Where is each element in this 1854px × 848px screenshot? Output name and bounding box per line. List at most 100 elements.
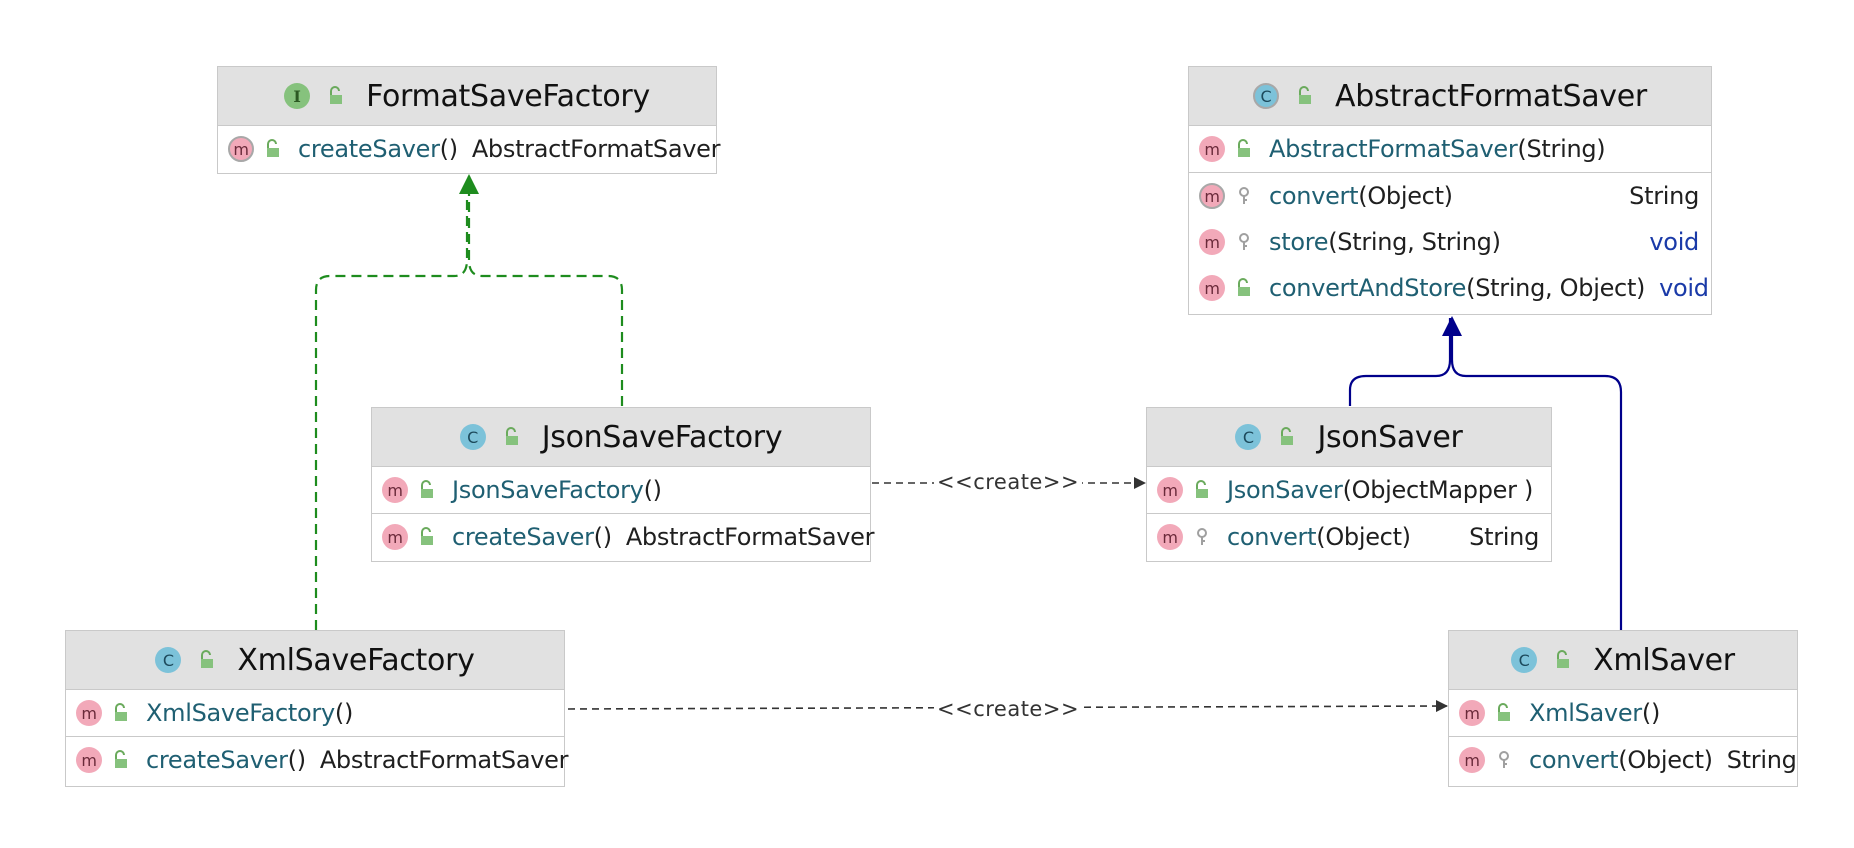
method-icon: m <box>1157 524 1183 550</box>
create-label-json: <<create>> <box>934 470 1083 494</box>
abstract-method-icon: m <box>228 136 254 162</box>
method-name: JsonSaver <box>1227 476 1343 504</box>
constructors-section: m JsonSaveFactory () <box>372 467 870 514</box>
class-name: JsonSaver <box>1317 419 1463 455</box>
constructor-row[interactable]: m XmlSaver () <box>1449 690 1797 736</box>
class-name: XmlSaver <box>1593 642 1735 678</box>
class-icon: C <box>1511 647 1538 673</box>
method-name: convert <box>1529 746 1619 774</box>
class-header: C AbstractFormatSaver <box>1189 67 1711 126</box>
methods-section: m createSaver () AbstractFormatSaver <box>372 514 875 560</box>
unlocked-lock-icon <box>1233 138 1255 160</box>
unlocked-lock-icon <box>1294 85 1316 107</box>
class-box-json-save-factory[interactable]: C JsonSaveFactory m JsonSaveFactory () m… <box>371 407 875 562</box>
method-name: store <box>1269 228 1329 256</box>
class-box-xml-saver[interactable]: C XmlSaver m XmlSaver () m convert (Obje… <box>1448 630 1798 787</box>
methods-section: m convert (Object) String <box>1147 514 1551 560</box>
constructor-row[interactable]: m JsonSaver (ObjectMapper ) <box>1147 467 1551 513</box>
inheritance-edge-xml-saver <box>1442 316 1623 630</box>
constructor-row[interactable]: m XmlSaveFactory () <box>66 690 564 736</box>
method-params: (ObjectMapper ) <box>1342 476 1534 504</box>
return-type: String <box>1469 523 1539 551</box>
constructors-section: m XmlSaver () <box>1449 690 1797 737</box>
unlocked-lock-icon <box>416 479 438 501</box>
method-icon: m <box>1199 229 1225 255</box>
method-icon: m <box>1157 477 1183 503</box>
class-icon: C <box>155 647 182 673</box>
unlocked-lock-icon <box>325 85 347 107</box>
class-box-abstract-format-saver[interactable]: C AbstractFormatSaver m AbstractFormatSa… <box>1188 66 1712 315</box>
abstract-class-icon: C <box>1253 83 1280 109</box>
class-name: JsonSaveFactory <box>541 419 783 455</box>
methods-section: m convert (Object) String m store (Strin… <box>1189 173 1711 311</box>
return-type: void <box>1649 228 1699 256</box>
abstract-method-icon: m <box>1199 183 1225 209</box>
method-icon: m <box>1199 136 1225 162</box>
methods-section: m convert (Object) String <box>1449 737 1797 783</box>
method-name: convert <box>1269 182 1359 210</box>
method-row-convert[interactable]: m convert (Object) String <box>1189 173 1711 219</box>
method-row-convert-and-store[interactable]: m convertAndStore (String, Object) void <box>1189 265 1711 311</box>
class-header: C JsonSaver <box>1147 408 1551 467</box>
constructor-row[interactable]: m AbstractFormatSaver (String) <box>1189 126 1711 172</box>
class-header: C XmlSaveFactory <box>66 631 564 690</box>
method-row-convert[interactable]: m convert (Object) String <box>1147 514 1551 560</box>
class-name: XmlSaveFactory <box>237 642 475 678</box>
return-type: AbstractFormatSaver <box>319 746 569 774</box>
class-header: I FormatSaveFactory <box>218 67 716 126</box>
interface-icon: I <box>284 83 311 109</box>
class-name: AbstractFormatSaver <box>1335 78 1647 114</box>
methods-section: m createSaver () AbstractFormatSaver <box>218 126 721 172</box>
unlocked-lock-icon <box>110 702 132 724</box>
key-icon <box>1191 526 1213 548</box>
unlocked-lock-icon <box>1552 649 1574 671</box>
class-box-format-save-factory[interactable]: I FormatSaveFactory m createSaver () Abs… <box>217 66 721 174</box>
methods-section: m createSaver () AbstractFormatSaver <box>66 737 569 783</box>
method-row-create-saver[interactable]: m createSaver () AbstractFormatSaver <box>66 737 569 783</box>
method-icon: m <box>1459 700 1485 726</box>
unlocked-lock-icon <box>416 526 438 548</box>
method-params: (String, Object) <box>1466 274 1646 302</box>
method-row-store[interactable]: m store (String, String) void <box>1189 219 1711 265</box>
unlocked-lock-icon <box>1493 702 1515 724</box>
unlocked-lock-icon <box>1233 277 1255 299</box>
method-params: (String) <box>1517 135 1606 163</box>
method-name: convertAndStore <box>1269 274 1467 302</box>
method-row-create-saver[interactable]: m createSaver () AbstractFormatSaver <box>372 514 875 560</box>
method-name: XmlSaver <box>1529 699 1642 727</box>
class-box-json-saver[interactable]: C JsonSaver m JsonSaver (ObjectMapper ) … <box>1146 407 1552 562</box>
method-params: () <box>643 476 662 504</box>
class-icon: C <box>459 424 486 450</box>
unlocked-lock-icon <box>1276 426 1298 448</box>
return-type: AbstractFormatSaver <box>471 135 721 163</box>
return-type: AbstractFormatSaver <box>625 523 875 551</box>
realization-edge-xml-factory <box>314 198 469 630</box>
method-name: AbstractFormatSaver <box>1269 135 1518 163</box>
create-label-xml: <<create>> <box>934 697 1083 721</box>
method-icon: m <box>1459 747 1485 773</box>
key-icon <box>1233 231 1255 253</box>
class-icon: C <box>1235 424 1262 450</box>
method-icon: m <box>382 477 408 503</box>
unlocked-lock-icon <box>1191 479 1213 501</box>
unlocked-lock-icon <box>110 749 132 771</box>
method-row-convert[interactable]: m convert (Object) String <box>1449 737 1797 783</box>
method-icon: m <box>76 700 102 726</box>
method-params: (Object) <box>1316 523 1411 551</box>
unlocked-lock-icon <box>501 426 523 448</box>
method-params: (Object) <box>1358 182 1453 210</box>
class-header: C JsonSaveFactory <box>372 408 870 467</box>
method-name: createSaver <box>452 523 594 551</box>
unlocked-lock-icon <box>262 138 284 160</box>
constructor-row[interactable]: m JsonSaveFactory () <box>372 467 870 513</box>
method-name: XmlSaveFactory <box>146 699 335 727</box>
method-params: () <box>287 746 306 774</box>
inheritance-edge-json-saver <box>1348 318 1452 406</box>
method-name: convert <box>1227 523 1317 551</box>
method-params: () <box>439 135 458 163</box>
class-box-xml-save-factory[interactable]: C XmlSaveFactory m XmlSaveFactory () m c… <box>65 630 569 787</box>
method-icon: m <box>1199 275 1225 301</box>
class-header: C XmlSaver <box>1449 631 1797 690</box>
method-row-create-saver[interactable]: m createSaver () AbstractFormatSaver <box>218 126 721 172</box>
method-params: (Object) <box>1618 746 1713 774</box>
